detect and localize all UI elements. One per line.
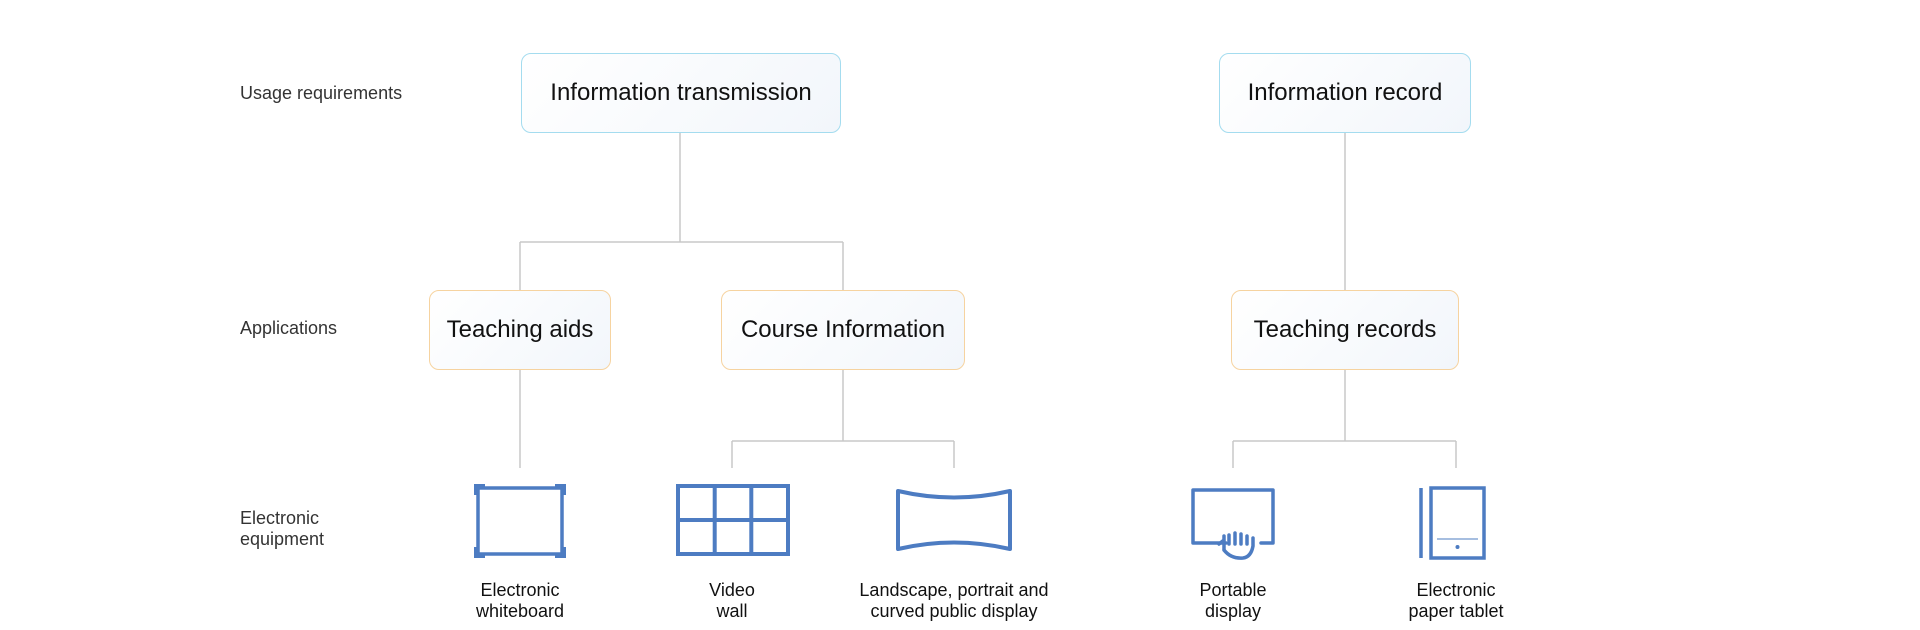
connector-transmission-to-apps bbox=[519, 133, 844, 290]
requirement-label: Information record bbox=[1247, 79, 1443, 106]
row-label-applications: Applications bbox=[240, 318, 338, 338]
application-label: Teaching records bbox=[1253, 316, 1437, 343]
requirement-label: Information transmission bbox=[550, 79, 812, 106]
device-label-electronic-whiteboard: Electronic whiteboard bbox=[475, 580, 565, 621]
requirement-information-transmission: Information transmission bbox=[521, 53, 841, 133]
application-label: Teaching aids bbox=[446, 316, 594, 343]
application-teaching-records: Teaching records bbox=[1231, 290, 1459, 370]
portable-display-icon bbox=[1191, 488, 1275, 560]
device-label-electronic-paper-tablet: Electronic paper tablet bbox=[1408, 580, 1504, 621]
curved-display-icon bbox=[896, 489, 1012, 551]
video-wall-icon bbox=[676, 484, 790, 556]
row-label-usage-requirements: Usage requirements bbox=[240, 83, 403, 103]
whiteboard-icon bbox=[474, 484, 566, 558]
application-teaching-aids: Teaching aids bbox=[429, 290, 611, 370]
paper-tablet-icon bbox=[1419, 486, 1486, 560]
row-label-electronic-equipment: Electronic equipment bbox=[240, 508, 325, 549]
device-label-portable-display: Portable display bbox=[1199, 580, 1267, 621]
requirement-information-record: Information record bbox=[1219, 53, 1471, 133]
application-label: Course Information bbox=[740, 316, 946, 343]
connector-records-to-devices bbox=[1232, 370, 1457, 468]
application-course-information: Course Information bbox=[721, 290, 965, 370]
device-label-curved-public-display: Landscape, portrait and curved public di… bbox=[859, 580, 1049, 621]
device-label-video-wall: Video wall bbox=[709, 580, 755, 621]
connector-course-info-to-devices bbox=[731, 370, 955, 468]
